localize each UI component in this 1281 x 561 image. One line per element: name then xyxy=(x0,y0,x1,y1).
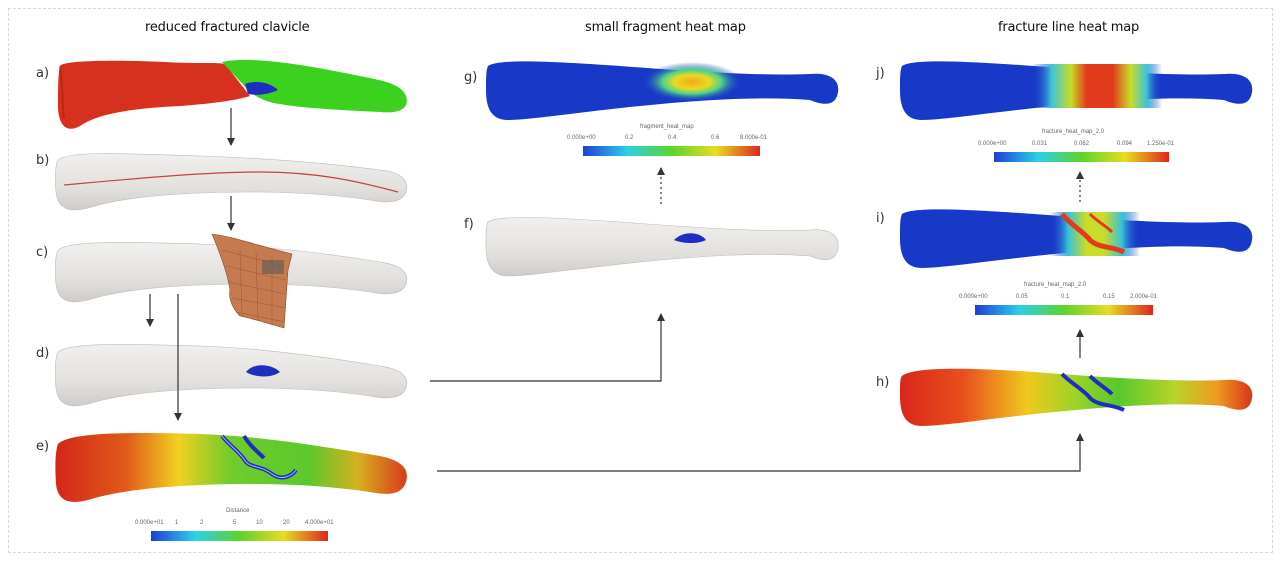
heatmap-j xyxy=(900,61,1252,120)
colorbar-i-tick: 0.15 xyxy=(1103,294,1115,300)
clavicle-cutting-c xyxy=(55,234,406,328)
colorbar-g-tick: 0.6 xyxy=(711,135,719,141)
heatmap-h xyxy=(900,369,1252,426)
colorbar-g-tick: 0.2 xyxy=(625,135,633,141)
arrow-d-f xyxy=(430,314,661,381)
colorbar-i-tick: 0.1 xyxy=(1061,294,1069,300)
clavicle-fragments-a xyxy=(58,60,407,129)
bone-surface xyxy=(55,344,406,406)
colorbar-j-tick: 0.062 xyxy=(1074,141,1089,147)
colorbar-i-strip xyxy=(975,305,1153,315)
colorbar-i-title: fracture_heat_map_2.0 xyxy=(1024,282,1086,288)
colorbar-e-title: Distance xyxy=(226,508,249,514)
colorbar-j-strip xyxy=(994,152,1169,162)
colorbar-i-tick: 0.000e+00 xyxy=(959,294,988,300)
colorbar-g-tick: 0.000e+00 xyxy=(567,135,596,141)
colorbar-e-tick: 0.000e+01 xyxy=(135,520,164,526)
colorbar-e-tick: 20 xyxy=(283,520,290,526)
colorbar-e-tick: 10 xyxy=(256,520,263,526)
colorbar-g-tick: 0.4 xyxy=(668,135,676,141)
arrow-e-h xyxy=(437,434,1080,471)
heat-surface xyxy=(900,369,1252,426)
clavicle-distance-e xyxy=(55,433,406,502)
colorbar-j-title: fracture_heat_map_2.0 xyxy=(1042,129,1104,135)
colorbar-j-tick: 0.000e+00 xyxy=(978,141,1007,147)
heatmap-g xyxy=(486,61,838,120)
heatmap-i xyxy=(900,209,1252,268)
colorbar-e-tick: 5 xyxy=(233,520,236,526)
colorbar-e-tick: 1 xyxy=(175,520,178,526)
colorbar-e-tick: 2 xyxy=(200,520,203,526)
colorbar-g-strip xyxy=(583,146,760,156)
bone-f xyxy=(486,217,838,276)
colorbar-i-tick: 2.000e-01 xyxy=(1130,294,1157,300)
colorbar-j-tick: 0.031 xyxy=(1032,141,1047,147)
heat-hotspot xyxy=(642,62,742,102)
colorbar-e-strip xyxy=(151,531,328,541)
colorbar-g-tick: 8.000e-01 xyxy=(740,135,767,141)
colorbar-g-title: fragment_heat_map xyxy=(640,124,694,130)
medial-fragment xyxy=(58,61,250,129)
clavicle-fragment-d xyxy=(55,344,406,406)
bone-surface xyxy=(486,217,838,276)
colorbar-i-tick: 0.05 xyxy=(1016,294,1028,300)
colorbar-j-tick: 0.094 xyxy=(1117,141,1132,147)
colorbar-e-tick: 4.000e+01 xyxy=(305,520,334,526)
colorbar-j-tick: 1.250e-01 xyxy=(1147,141,1174,147)
